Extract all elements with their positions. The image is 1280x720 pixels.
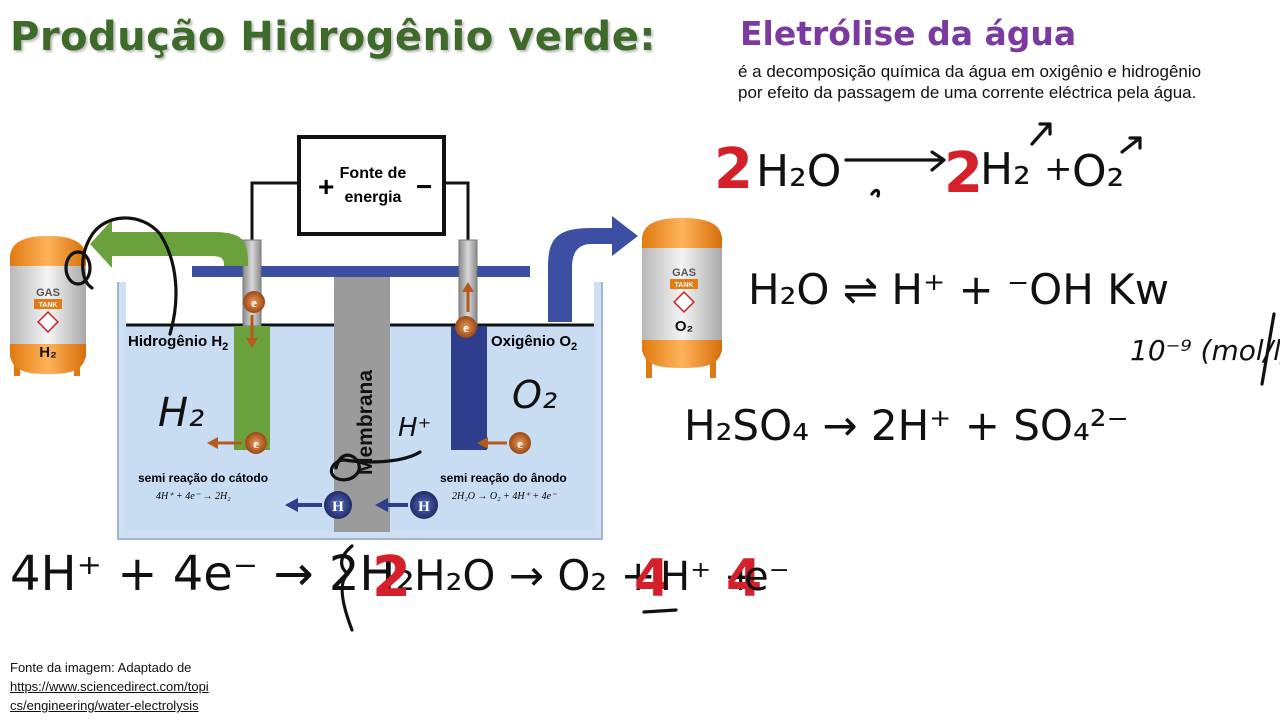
page-title: Produção Hidrogênio verde:: [10, 14, 656, 60]
cathode-caption: semi reação do cátodo: [138, 471, 268, 485]
handwritten-o2: O₂: [512, 373, 557, 417]
handwritten-hplus: H⁺: [398, 413, 431, 443]
svg-text:H: H: [332, 499, 344, 515]
svg-text:H₂O: H₂O: [756, 146, 841, 197]
electron: e: [243, 291, 265, 313]
svg-text:H: H: [418, 499, 430, 515]
anode-caption: semi reação do ânodo: [440, 471, 567, 485]
equation-water-splitting: 2 H₂O 2 H₂ + O₂: [714, 122, 1142, 206]
proton-arrow: [285, 498, 408, 512]
equation-sulfuric-acid: H₂SO₄ → 2H⁺ + SO₄²⁻: [684, 401, 1129, 450]
svg-text:O₂: O₂: [1072, 146, 1124, 197]
handwritten-annotations: H₂ O₂ H⁺: [64, 216, 557, 482]
electron: e: [245, 432, 267, 454]
proton: H: [324, 491, 352, 519]
section-title: Eletrólise da água: [740, 14, 1077, 53]
proton: H: [410, 491, 438, 519]
svg-text:10⁻⁹ (mol/l): 10⁻⁹ (mol/l): [1130, 334, 1280, 367]
svg-text:e: e: [463, 320, 469, 335]
source-link-line-1[interactable]: https://www.sciencedirect.com/topi: [10, 679, 209, 694]
cathode-equation: 4H⁺ + 4e⁻ → 2H₂: [156, 491, 231, 502]
electron: e: [455, 316, 477, 338]
minus-sign: −: [416, 171, 432, 202]
tank-right-label: O₂: [675, 318, 693, 335]
power-source: + − Fonte de energia: [250, 135, 470, 240]
oxygen-gas-tank: GAS TANK O₂: [642, 218, 722, 378]
oxygen-label: Oxigênio O2: [491, 333, 577, 353]
image-source-note: Fonte da imagem: Adaptado de https://www…: [10, 658, 209, 715]
hydrogen-flow-arrow: [90, 220, 248, 268]
svg-text:TANK: TANK: [675, 282, 694, 289]
svg-text:e: e: [253, 436, 259, 451]
power-source-label-1: Fonte de: [340, 165, 407, 182]
source-link-line-2[interactable]: cs/engineering/water-electrolysis: [10, 698, 199, 713]
hydrogen-label: Hidrogênio H2: [128, 333, 228, 353]
svg-text:2: 2: [714, 137, 753, 202]
svg-text:2: 2: [372, 545, 411, 610]
svg-text:4: 4: [726, 549, 762, 609]
equation-anode-handwritten: 2 H₂O → O₂ + 4 H⁺ + 4 e⁻: [372, 545, 790, 614]
plus-sign: +: [318, 171, 334, 202]
membrane-label: Membrana: [354, 370, 377, 475]
svg-text:4H⁺ + 4e⁻ → 2H₂: 4H⁺ + 4e⁻ → 2H₂: [10, 546, 415, 602]
oxygen-flow-arrow: [548, 216, 638, 322]
membrane: Membrana: [334, 277, 390, 532]
svg-text:H₂O ⇌ H⁺ + ⁻OH Kw: H₂O ⇌ H⁺ + ⁻OH Kw: [748, 265, 1169, 314]
definition-line-1: é a decomposição química da água em oxig…: [738, 62, 1202, 81]
svg-text:H₂SO₄ → 2H⁺ + SO₄²⁻: H₂SO₄ → 2H⁺ + SO₄²⁻: [684, 401, 1129, 450]
svg-text:GAS: GAS: [36, 287, 60, 299]
electron-arrow: [207, 437, 507, 449]
equation-water-autoionization: H₂O ⇌ H⁺ + ⁻OH Kw 10⁻⁹ (mol/l): [748, 265, 1280, 386]
svg-text:4: 4: [634, 549, 670, 609]
svg-text:2: 2: [944, 141, 983, 206]
svg-text:H₂O → O₂ +: H₂O → O₂ +: [414, 551, 656, 600]
definition-line-2: por efeito da passagem de uma corrente e…: [738, 83, 1197, 102]
anode: [451, 239, 487, 450]
svg-text:H⁺ +: H⁺ +: [660, 554, 757, 600]
svg-text:e: e: [251, 295, 257, 310]
svg-text:e: e: [517, 436, 523, 451]
hydrogen-gas-tank: GAS TANK H₂: [10, 236, 86, 376]
svg-text:e⁻: e⁻: [744, 554, 790, 600]
svg-text:GAS: GAS: [672, 267, 696, 279]
equation-cathode-handwritten: 4H⁺ + 4e⁻ → 2H₂: [10, 544, 415, 632]
svg-text:H₂: H₂: [980, 144, 1031, 195]
svg-text:TANK: TANK: [39, 302, 58, 309]
svg-text:+: +: [1044, 149, 1073, 189]
electron: e: [509, 432, 531, 454]
source-label: Fonte da imagem: Adaptado de: [10, 660, 192, 675]
handwritten-h2: H₂: [158, 390, 204, 436]
anode-equation: 2H₂O → O₂ + 4H⁺ + 4e⁻: [452, 491, 557, 502]
power-source-label-2: energia: [345, 189, 402, 206]
tank-left-label: H₂: [39, 344, 57, 361]
